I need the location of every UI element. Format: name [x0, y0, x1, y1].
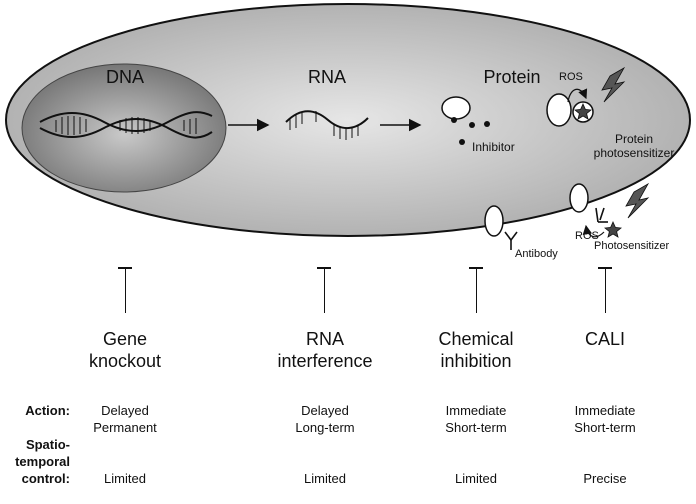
row-label-action: Action: — [25, 403, 70, 418]
ros-arrow-top — [567, 88, 588, 103]
lightning-icon-top — [601, 66, 626, 103]
control-rna-interference: Limited — [304, 471, 346, 486]
photosensitizer-label: Photosensitizer — [594, 240, 670, 252]
protein-photosensitizer-label: Protein photosensitizer — [593, 132, 675, 160]
photosensitizer-star-icon — [574, 103, 592, 120]
cali-antibody-icon — [595, 207, 608, 223]
lightning-icon-bottom — [625, 182, 650, 219]
inhibition-bar-rna — [317, 267, 331, 313]
antibody-label: Antibody — [515, 248, 558, 260]
photosensitized-protein — [546, 93, 572, 127]
membrane-protein-left — [484, 205, 504, 237]
cell-diagram — [5, 3, 691, 250]
dna-label: DNA — [105, 67, 144, 87]
method-cali: CALI — [584, 329, 626, 349]
antibody-icon — [504, 231, 518, 250]
inhibitor-label: Inhibitor — [472, 140, 515, 154]
target-protein — [441, 96, 471, 120]
ros-label-bottom: ROS — [575, 230, 599, 242]
nucleus — [21, 63, 227, 193]
control-chemical-inhibition: Limited — [455, 471, 497, 486]
inhibition-bar-gene — [118, 267, 132, 313]
inhibitor-dots — [451, 117, 490, 145]
control-cali: Precise — [583, 471, 627, 486]
ros-arrow-bottom — [582, 224, 605, 238]
inhibition-bar-chemical — [469, 267, 483, 313]
cali-star-icon — [604, 221, 622, 238]
row-label-spatiotemporal: Spatio- temporal control: — [15, 437, 70, 486]
protein-label: Protein — [483, 67, 541, 87]
rna-label: RNA — [307, 67, 346, 87]
membrane-protein-right — [569, 183, 589, 213]
inhibition-bar-cali — [598, 267, 612, 313]
control-gene-knockout: Limited — [104, 471, 146, 486]
ros-label-top: ROS — [559, 71, 583, 83]
dna-helix — [39, 111, 213, 139]
rna-strand — [285, 110, 369, 140]
